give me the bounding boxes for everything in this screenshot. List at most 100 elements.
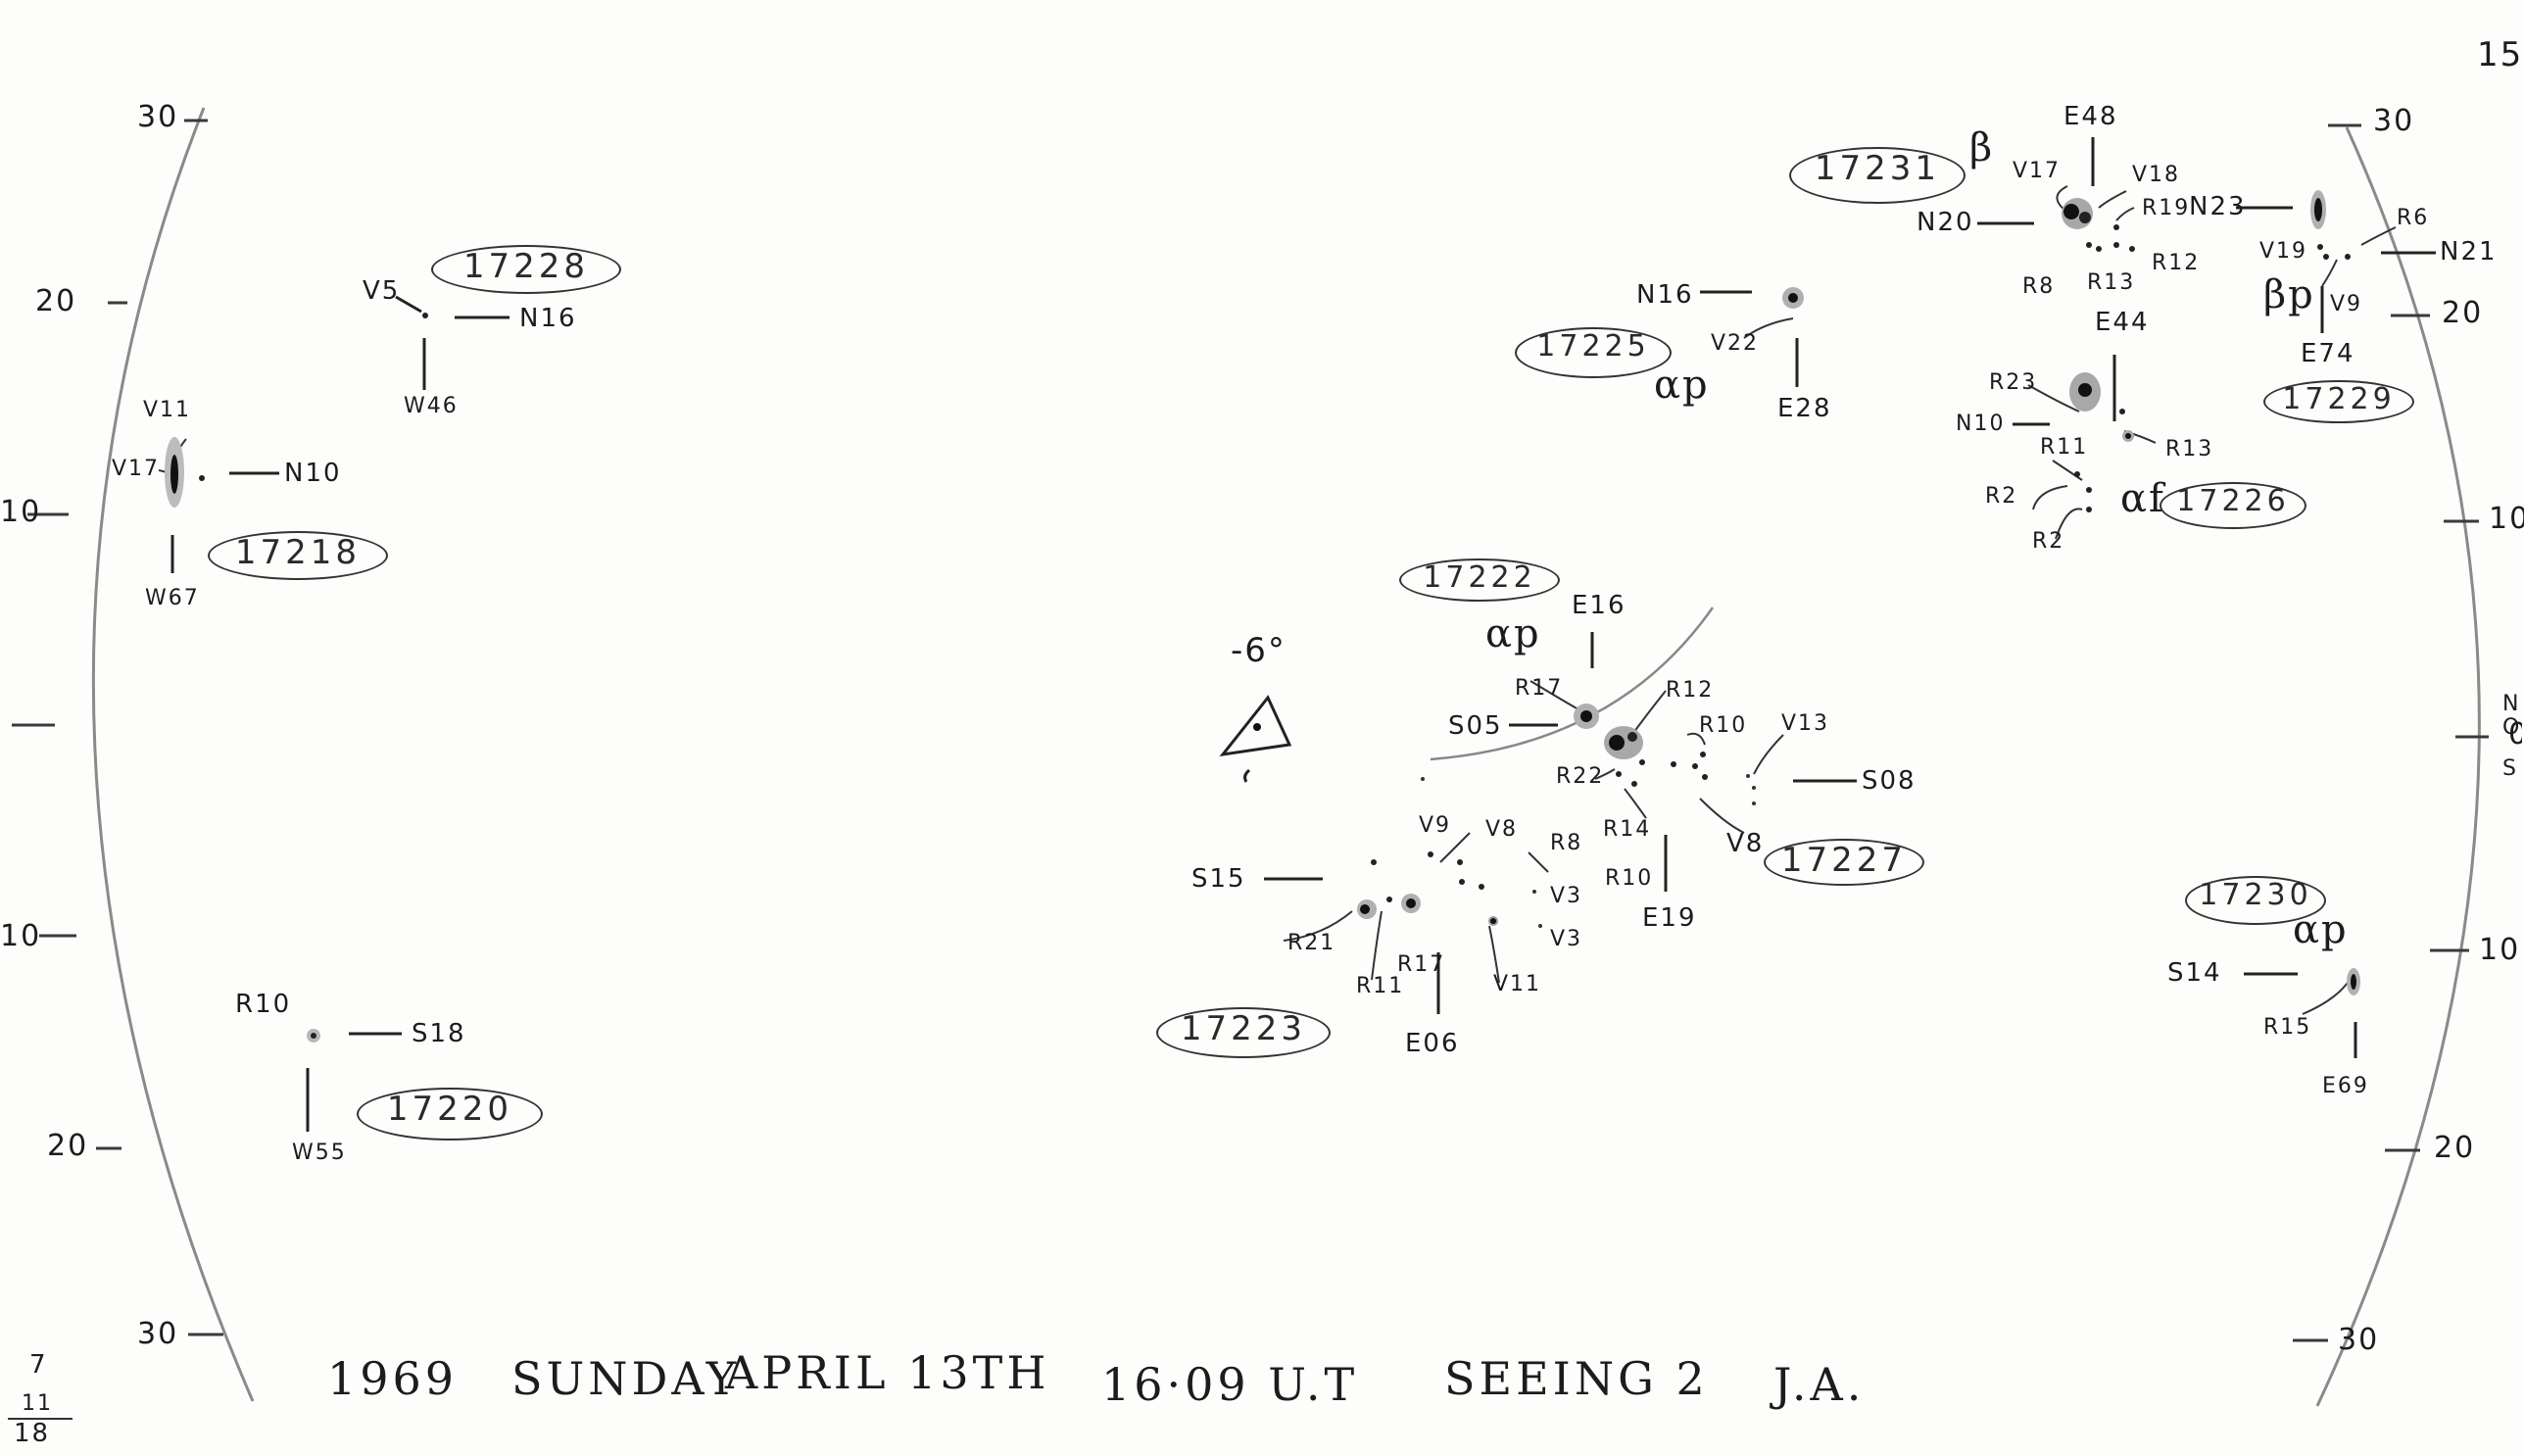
label-17222-s08: S08 [1862, 766, 1917, 796]
class-17222: αp [1485, 611, 1541, 656]
label-17222-s05: S05 [1448, 711, 1503, 741]
group-id-17229: 17229 [2263, 380, 2414, 423]
class-17231: β [1969, 125, 1995, 170]
label-17223-v3b: V3 [1550, 927, 1583, 951]
left-scale-30-top: 30 [137, 100, 179, 134]
group-id-17227: 17227 [1764, 839, 1924, 886]
corner-note-1: 7 [29, 1350, 48, 1380]
label-17222-e16: E16 [1572, 591, 1626, 620]
label-17220-s18: S18 [412, 1019, 466, 1048]
label-17229-v19: V19 [2259, 239, 2308, 264]
label-17231-r12: R12 [2152, 251, 2201, 275]
label-17226-r13: R13 [2165, 437, 2214, 461]
footer-day: SUNDAY [511, 1352, 741, 1405]
left-scale-10-top: 10 [0, 495, 42, 529]
label-17226-r11: R11 [2040, 435, 2089, 460]
left-tick-marks [12, 119, 223, 1336]
right-scale-20-top: 20 [2442, 296, 2484, 330]
label-17228-w46: W46 [404, 394, 459, 418]
label-17231-e48: E48 [2063, 102, 2118, 131]
right-scale-30-bottom: 30 [2338, 1323, 2380, 1357]
label-17223-r21: R21 [1287, 931, 1336, 955]
label-17231-e44: E44 [2095, 308, 2150, 337]
label-17223-v8: V8 [1485, 817, 1519, 842]
footer-initials: J.A. [1773, 1358, 1866, 1411]
corner-note-2: 11 [22, 1391, 53, 1416]
right-tick-marks [2293, 123, 2489, 1342]
label-17230-s14: S14 [2167, 958, 2222, 988]
class-17229: βp [2263, 272, 2315, 317]
sunspots [165, 190, 2360, 1043]
label-17230-r15: R15 [2263, 1015, 2312, 1040]
right-ns-o: O [2502, 715, 2522, 740]
label-17228-v5: V5 [363, 276, 401, 306]
label-17229-v9: V9 [2330, 292, 2363, 316]
label-17218-n10: N10 [284, 459, 342, 488]
right-ns-s: S [2502, 756, 2518, 781]
label-17229-n23: N23 [2189, 192, 2247, 221]
label-17231-r13: R13 [2087, 270, 2136, 295]
label-17218-w67: W67 [145, 586, 200, 610]
label-17218-v17: V17 [112, 457, 161, 481]
label-17225-e28: E28 [1777, 394, 1832, 423]
label-17222-r22: R22 [1556, 764, 1605, 789]
footer-seeing: SEEING 2 [1444, 1352, 1709, 1405]
pointer-lines [170, 137, 2436, 1132]
label-17222-r14: R14 [1603, 817, 1652, 842]
left-scale-20-top: 20 [35, 284, 77, 318]
label-17222-r12: R12 [1666, 678, 1715, 703]
label-17231-r19: R19 [2142, 196, 2191, 220]
label-17228-n16: N16 [519, 304, 577, 333]
label-17229-n21: N21 [2440, 237, 2498, 267]
group-id-17222: 17222 [1399, 558, 1560, 602]
label-17223-v9: V9 [1419, 813, 1452, 838]
right-ns-n: N [2502, 692, 2521, 716]
label-17229-e74: E74 [2301, 339, 2355, 368]
label-17223-v3a: V3 [1550, 884, 1583, 908]
footer-date: APRIL 13TH [725, 1346, 1050, 1399]
label-17222-r10: R10 [1699, 713, 1748, 738]
label-17229-r6: R6 [2397, 206, 2430, 230]
label-17223-r8: R8 [1550, 831, 1583, 855]
label-17220-r10: R10 [235, 990, 292, 1019]
label-17222-v8: V8 [1726, 829, 1765, 858]
class-17225: αp [1654, 363, 1710, 408]
group-id-17230: 17230 [2185, 876, 2326, 925]
label-17223-r17: R17 [1397, 952, 1446, 977]
group-id-17225: 17225 [1515, 327, 1672, 378]
right-limb-arc [2315, 126, 2481, 1407]
label-17231-v18: V18 [2132, 163, 2181, 187]
leader-lines [158, 185, 2397, 1015]
corner-note-3: 18 [14, 1419, 51, 1448]
right-scale-10-top: 10 [2489, 502, 2524, 536]
label-17223-s15: S15 [1191, 864, 1246, 894]
label-17226-n10: N10 [1956, 412, 2006, 436]
label-17222-r10b: R10 [1605, 866, 1654, 891]
label-17220-w55: W55 [292, 1141, 347, 1165]
group-id-17226: 17226 [2160, 482, 2306, 529]
class-17230: αp [2293, 907, 2349, 952]
page-number: 15 [2477, 35, 2524, 74]
right-scale-0: 0 [2508, 717, 2522, 752]
label-17218-v11: V11 [143, 398, 192, 422]
right-scale-20-bottom: 20 [2434, 1131, 2476, 1165]
group-id-17220: 17220 [357, 1088, 543, 1141]
right-scale-30-top: 30 [2373, 104, 2415, 138]
class-17226: αf [2120, 476, 2165, 521]
left-limb-arc [91, 107, 255, 1402]
footer-year: 1969 [327, 1352, 459, 1405]
corner-note-rule [8, 1418, 73, 1420]
label-17231-v17: V17 [2013, 159, 2062, 183]
rotation-note: -6° [1231, 631, 1286, 670]
label-17231-r8: R8 [2022, 274, 2056, 299]
spot-17228 [422, 313, 428, 318]
footer-time: 16·09 U.T [1101, 1358, 1359, 1411]
label-17222-r17: R17 [1515, 676, 1564, 701]
group-id-17231: 17231 [1789, 147, 1966, 204]
label-17223-v11: V11 [1493, 972, 1542, 996]
eye-symbol [1219, 695, 1292, 783]
label-17230-e69: E69 [2322, 1074, 2369, 1098]
label-17226-r2b: R2 [2032, 529, 2065, 554]
